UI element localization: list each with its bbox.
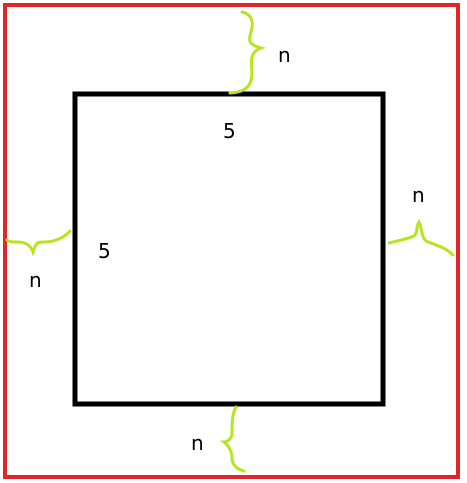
top-margin-brace (228, 10, 266, 95)
left-margin-brace (5, 229, 72, 257)
bottom-margin-brace (219, 405, 246, 473)
bottom-margin-label: n (191, 431, 204, 455)
left-side-label: 5 (98, 239, 111, 263)
top-side-label: 5 (223, 119, 236, 143)
outer-border (3, 3, 460, 479)
right-margin-label: n (412, 183, 425, 207)
left-margin-label: n (29, 268, 42, 292)
top-margin-label: n (278, 43, 291, 67)
right-margin-brace (387, 219, 455, 257)
